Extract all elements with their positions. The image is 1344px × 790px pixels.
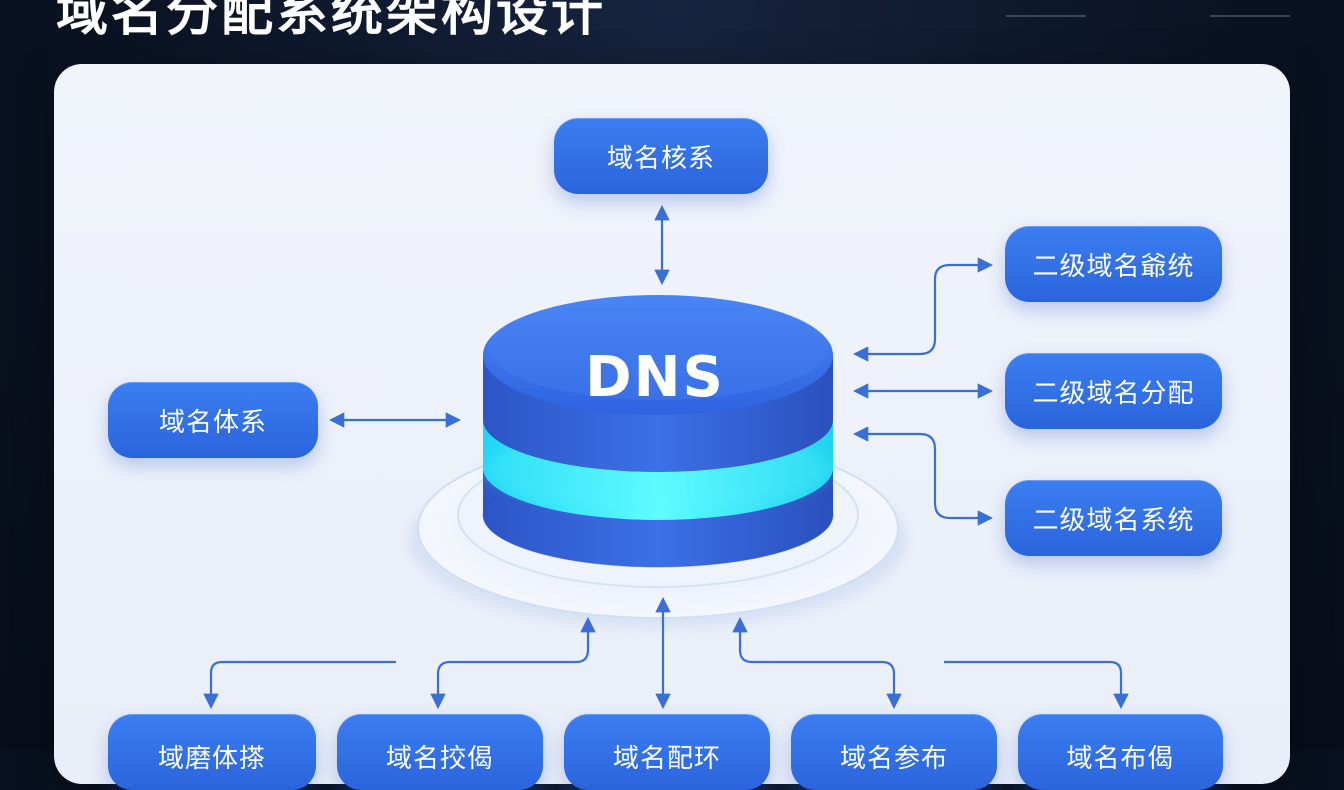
connector-bottom-2: [430, 616, 596, 710]
node-bottom-2[interactable]: 域名挍偈: [337, 714, 543, 790]
dns-label: DNS: [585, 345, 725, 410]
node-right-1[interactable]: 二级域名爺统: [1005, 226, 1222, 302]
connector-bottom-5: [944, 660, 1129, 710]
dns-cylinder: [482, 295, 834, 568]
node-left[interactable]: 域名体系: [108, 382, 318, 458]
connector-right-3: [852, 426, 994, 526]
architecture-diagram: [203, 204, 1129, 710]
node-bottom-1[interactable]: 域磨体搽: [108, 714, 316, 790]
node-bottom-3[interactable]: 域名配环: [564, 714, 770, 790]
connector-bottom-4: [732, 616, 902, 710]
connector-bottom-1: [203, 660, 396, 710]
header-divider-right: [1210, 15, 1290, 17]
node-right-2[interactable]: 二级域名分配: [1005, 353, 1222, 429]
node-right-3[interactable]: 二级域名系统: [1005, 480, 1222, 556]
page-title: 域名分配系统架构设计: [56, 0, 607, 43]
node-top[interactable]: 域名核系: [554, 118, 768, 194]
connector-right-1: [852, 257, 994, 362]
node-bottom-4[interactable]: 域名参布: [791, 714, 997, 790]
node-bottom-5[interactable]: 域名布偈: [1018, 714, 1223, 790]
connectors: [203, 204, 1129, 710]
header-divider-left: [1006, 15, 1086, 17]
